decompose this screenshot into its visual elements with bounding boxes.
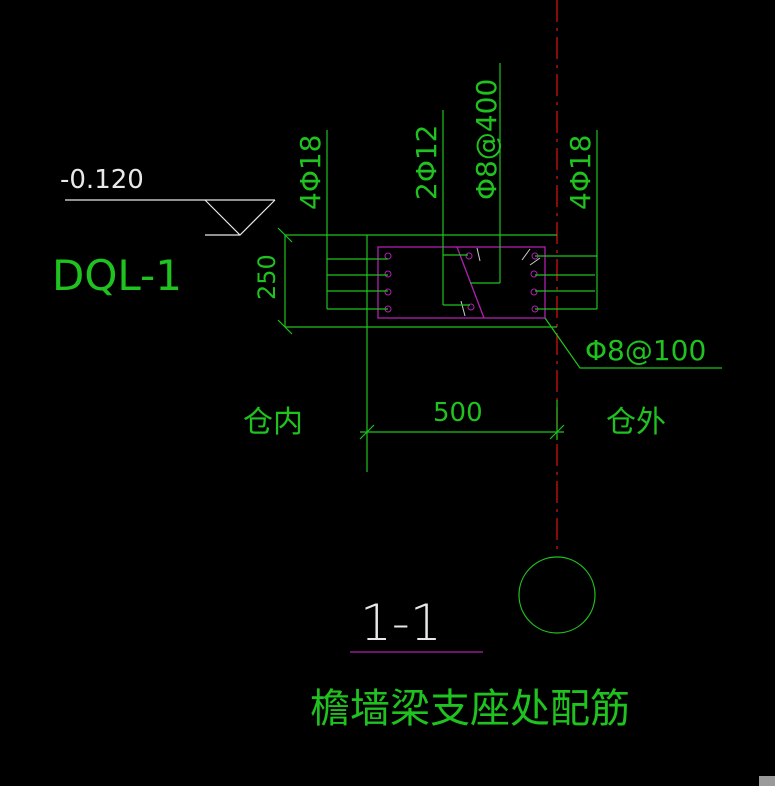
top-stirrup-leader xyxy=(470,63,501,284)
inside-label: 仓内 xyxy=(243,405,303,440)
middle-bar-label: 2Φ12 xyxy=(410,125,443,200)
level-mark: -0.120 xyxy=(60,165,276,236)
height-dimension: 250 xyxy=(253,254,281,300)
middle-bar-leader xyxy=(442,110,470,306)
left-bar-label: 4Φ18 xyxy=(294,135,327,210)
beam-outline xyxy=(277,227,557,472)
top-stirrup-label: Φ8@400 xyxy=(470,79,503,200)
right-bar-label: 4Φ18 xyxy=(564,135,597,210)
scrollbar-corner xyxy=(759,776,775,786)
right-bar-leader xyxy=(535,130,598,310)
drawing-title: 檐墙梁支座处配筋 xyxy=(310,686,630,732)
width-dimension-line xyxy=(359,400,565,440)
beam-name: DQL-1 xyxy=(52,251,182,300)
level-text: -0.120 xyxy=(60,165,144,195)
section-label: 1-1 xyxy=(360,594,442,652)
beam-section xyxy=(377,246,546,319)
stirrup-leader xyxy=(544,317,722,369)
left-bar-leader xyxy=(326,130,388,310)
width-dimension: 500 xyxy=(433,398,483,428)
outside-label: 仓外 xyxy=(606,405,666,440)
stirrup-label: Φ8@100 xyxy=(585,334,706,367)
hook-marks xyxy=(460,247,541,317)
axis-bubble xyxy=(518,556,596,634)
